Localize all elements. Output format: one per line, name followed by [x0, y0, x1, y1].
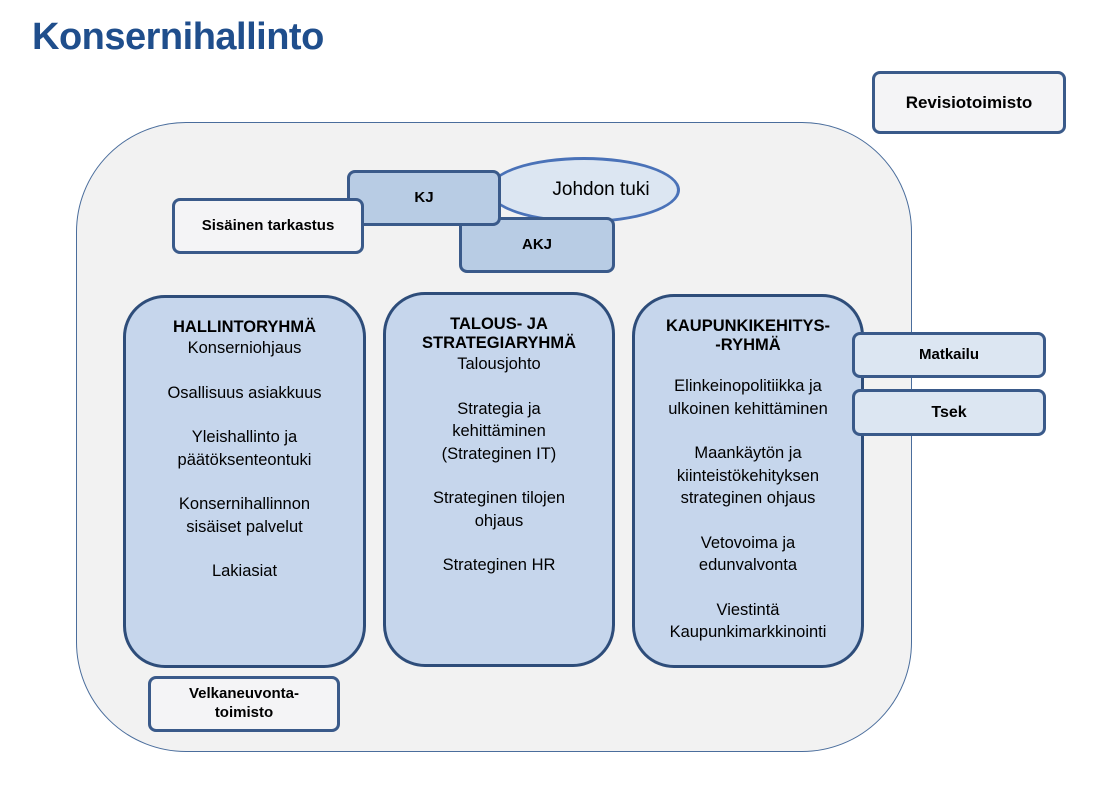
sisainen-tarkastus-label: Sisäinen tarkastus: [201, 216, 335, 234]
tsek-box: Tsek: [852, 389, 1046, 436]
page-title: Konsernihallinto: [32, 16, 324, 58]
group-item: Vetovoima ja edunvalvonta: [698, 533, 798, 575]
group-item: Konserniohjaus: [187, 339, 302, 357]
group-title: TALOUS- JA STRATEGIARYHMÄ: [422, 315, 576, 352]
group-item: Lakiasiat: [211, 562, 278, 580]
group-item: Konsernihallinnon sisäiset palvelut: [178, 495, 311, 536]
group-title: HALLINTORYHMÄ: [173, 318, 316, 336]
sisainen-tarkastus-box: Sisäinen tarkastus: [172, 198, 364, 254]
kj-box: KJ: [347, 170, 501, 226]
akj-box: AKJ: [459, 217, 615, 273]
akj-label: AKJ: [521, 235, 552, 253]
velkaneuvontatoimisto-box: Velkaneuvonta- toimisto: [148, 676, 340, 732]
velkaneuvontatoimisto-label: Velkaneuvonta- toimisto: [188, 685, 300, 721]
group-item: Strateginen HR: [442, 556, 556, 574]
group-talous-ja-strategiaryhma: TALOUS- JA STRATEGIARYHMÄ Talousjohto St…: [383, 292, 615, 667]
group-hallintoryhma: HALLINTORYHMÄ Konserniohjaus Osallisuus …: [123, 295, 366, 668]
tsek-label: Tsek: [931, 403, 967, 421]
group-item: Osallisuus asiakkuus: [167, 383, 322, 402]
matkailu-label: Matkailu: [918, 345, 979, 363]
kj-label: KJ: [414, 188, 434, 206]
johdon-tuki-ellipse: Johdon tuki: [488, 157, 680, 223]
group-title: KAUPUNKIKEHITYS- -RYHMÄ: [665, 317, 831, 354]
group-item: Yleishallinto ja päätöksenteontuki: [177, 428, 312, 469]
group-item: Maankäytön ja kiinteistökehityksen strat…: [676, 444, 820, 507]
group-item: Strateginen tilojen ohjaus: [432, 489, 566, 530]
johdon-tuki-label: Johdon tuki: [552, 179, 650, 200]
group-item: Talousjohto: [457, 355, 541, 373]
revisiotoimisto-label: Revisiotoimisto: [905, 92, 1033, 112]
matkailu-box: Matkailu: [852, 332, 1046, 378]
group-item: Viestintä Kaupunkimarkkinointi: [669, 600, 827, 642]
revisiotoimisto-box: Revisiotoimisto: [872, 71, 1066, 134]
group-item: Elinkeinopolitiikka ja ulkoinen kehittäm…: [668, 377, 828, 418]
group-item: Strategia ja kehittäminen (Strateginen I…: [441, 399, 557, 463]
group-kaupunkikehitysryhma: KAUPUNKIKEHITYS- -RYHMÄ Elinkeinopolitii…: [632, 294, 864, 668]
